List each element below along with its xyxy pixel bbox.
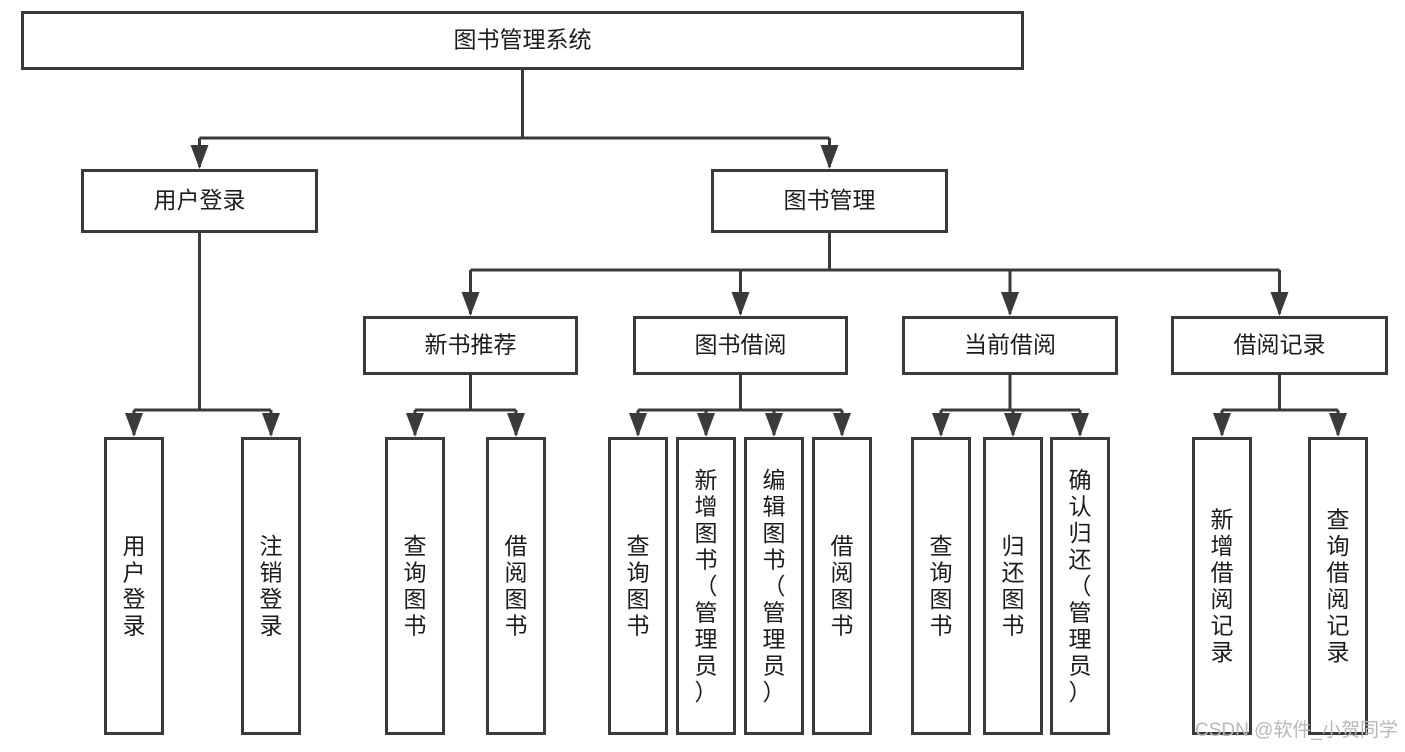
node-level2-1-rect xyxy=(711,169,948,233)
node-leaf-2[interactable]: 查询图书 xyxy=(385,437,445,735)
arrow-head-icon xyxy=(833,413,851,437)
arrow-head-icon xyxy=(820,145,839,169)
node-leaf-9[interactable]: 归还图书 xyxy=(983,437,1043,735)
arrow-head-icon xyxy=(1001,292,1019,316)
node-level2-1[interactable]: 图书管理 xyxy=(711,169,948,233)
node-leaf-10[interactable]: 确认归还（管理员） xyxy=(1050,437,1110,735)
arrow-head-icon xyxy=(262,413,280,437)
node-level3-3-rect xyxy=(1171,316,1388,375)
arrow-head-icon xyxy=(1071,413,1089,437)
node-leaf-0-label: 用户登录 xyxy=(123,533,146,639)
node-root-system-rect xyxy=(21,11,1024,70)
node-leaf-6-label: 编辑图书（管理员） xyxy=(763,467,786,705)
node-leaf-2-rect xyxy=(385,437,445,735)
node-leaf-7-rect xyxy=(812,437,872,735)
arrow-head-icon xyxy=(932,413,950,437)
node-level2-1-label: 图书管理 xyxy=(784,187,876,213)
node-leaf-2-label: 查询图书 xyxy=(404,533,427,639)
arrow-head-icon xyxy=(125,413,143,437)
node-leaf-6-rect xyxy=(744,437,804,735)
node-level3-1[interactable]: 图书借阅 xyxy=(633,316,848,375)
node-leaf-8-label: 查询图书 xyxy=(930,533,953,639)
node-leaf-1[interactable]: 注销登录 xyxy=(241,437,301,735)
node-leaf-7-label: 借阅图书 xyxy=(831,533,854,639)
node-leaf-5-rect xyxy=(676,437,736,735)
node-leaf-0[interactable]: 用户登录 xyxy=(104,437,164,735)
node-level2-0-label: 用户登录 xyxy=(154,187,246,213)
arrow-head-icon xyxy=(461,292,480,316)
node-level3-0-rect xyxy=(363,316,578,375)
node-leaf-4[interactable]: 查询图书 xyxy=(608,437,668,735)
node-leaf-12-label: 查询借阅记录 xyxy=(1327,507,1350,666)
node-leaf-3-label: 借阅图书 xyxy=(505,533,528,639)
connectors-layer xyxy=(125,70,1347,437)
nodes-layer: 图书管理系统用户登录图书管理新书推荐图书借阅当前借阅借阅记录用户登录注销登录查询… xyxy=(21,11,1388,735)
arrow-head-icon xyxy=(629,413,647,437)
node-level3-1-label: 图书借阅 xyxy=(695,332,787,358)
node-level3-0-label: 新书推荐 xyxy=(425,332,517,358)
node-root-system[interactable]: 图书管理系统 xyxy=(21,11,1024,70)
node-leaf-6[interactable]: 编辑图书（管理员） xyxy=(744,437,804,735)
arrow-head-icon xyxy=(1213,413,1231,437)
node-leaf-0-rect xyxy=(104,437,164,735)
node-leaf-1-rect xyxy=(241,437,301,735)
node-leaf-9-rect xyxy=(983,437,1043,735)
arrow-head-icon xyxy=(1270,292,1289,316)
node-level2-0[interactable]: 用户登录 xyxy=(81,169,318,233)
node-leaf-11-rect xyxy=(1192,437,1252,735)
arrow-head-icon xyxy=(190,145,209,169)
node-leaf-7[interactable]: 借阅图书 xyxy=(812,437,872,735)
node-level3-2[interactable]: 当前借阅 xyxy=(902,316,1118,375)
node-leaf-8-rect xyxy=(911,437,971,735)
node-level3-3-label: 借阅记录 xyxy=(1234,332,1326,358)
node-leaf-8[interactable]: 查询图书 xyxy=(911,437,971,735)
node-leaf-10-label: 确认归还（管理员） xyxy=(1069,467,1092,705)
arrow-head-icon xyxy=(1004,413,1022,437)
arrow-head-icon xyxy=(731,292,750,316)
node-leaf-4-label: 查询图书 xyxy=(627,533,650,639)
arrow-head-icon xyxy=(507,413,525,437)
node-level3-3[interactable]: 借阅记录 xyxy=(1171,316,1388,375)
node-leaf-12[interactable]: 查询借阅记录 xyxy=(1308,437,1368,735)
arrow-head-icon xyxy=(765,413,783,437)
node-leaf-1-label: 注销登录 xyxy=(260,533,283,639)
node-leaf-11-label: 新增借阅记录 xyxy=(1211,507,1234,666)
node-level3-1-rect xyxy=(633,316,848,375)
csdn-watermark: CSDN @软件_小贺同学 xyxy=(1195,719,1398,741)
node-level3-2-rect xyxy=(902,316,1118,375)
node-root-system-label: 图书管理系统 xyxy=(454,27,592,53)
node-leaf-10-rect xyxy=(1050,437,1110,735)
arrow-head-icon xyxy=(697,413,715,437)
node-level2-0-rect xyxy=(81,169,318,233)
node-leaf-9-label: 归还图书 xyxy=(1002,533,1025,639)
node-leaf-3[interactable]: 借阅图书 xyxy=(486,437,546,735)
node-leaf-12-rect xyxy=(1308,437,1368,735)
node-leaf-4-rect xyxy=(608,437,668,735)
node-level3-0[interactable]: 新书推荐 xyxy=(363,316,578,375)
node-leaf-5[interactable]: 新增图书（管理员） xyxy=(676,437,736,735)
node-leaf-5-label: 新增图书（管理员） xyxy=(695,467,718,705)
node-leaf-3-rect xyxy=(486,437,546,735)
arrow-head-icon xyxy=(406,413,424,437)
node-leaf-11[interactable]: 新增借阅记录 xyxy=(1192,437,1252,735)
node-level3-2-label: 当前借阅 xyxy=(964,332,1056,358)
arrow-head-icon xyxy=(1329,413,1347,437)
